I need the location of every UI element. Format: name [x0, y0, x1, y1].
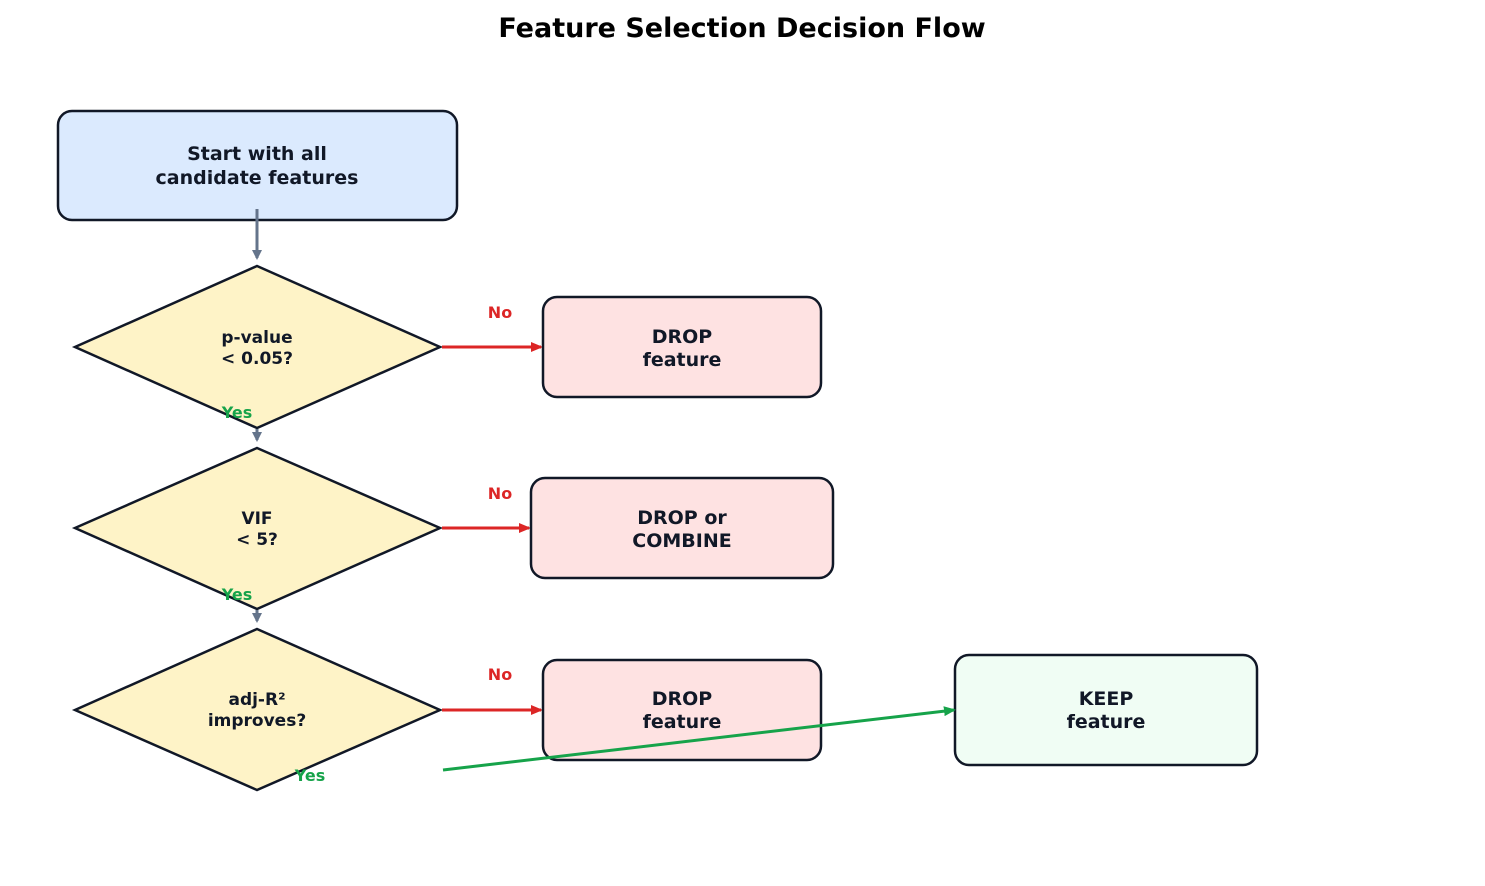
drop-node-2-line2: COMBINE: [632, 530, 731, 552]
diagram-title: Feature Selection Decision Flow: [498, 13, 985, 44]
drop-feature-node-3: DROP feature: [541, 658, 823, 762]
yes-label-adjr2: Yes: [294, 766, 326, 785]
drop-or-combine-node: DROP or COMBINE: [529, 476, 835, 580]
decision-pvalue-line1: p-value: [221, 328, 292, 348]
drop-node-1-line1: DROP: [652, 326, 713, 348]
no-label-vif: No: [488, 484, 512, 503]
keep-node-line1: KEEP: [1079, 688, 1134, 710]
decision-pvalue: p-value < 0.05?: [71, 264, 444, 430]
no-label-pvalue: No: [488, 303, 512, 322]
drop-node-3-line2: feature: [643, 711, 722, 733]
drop-node-2-line1: DROP or: [637, 507, 727, 529]
drop-node-1-line2: feature: [643, 349, 722, 371]
drop-feature-node-1: DROP feature: [541, 295, 823, 399]
decision-adjr2-line1: adj-R²: [228, 690, 285, 710]
decision-vif: VIF < 5?: [71, 446, 444, 611]
yes-label-pvalue: Yes: [221, 403, 253, 422]
decision-adjr2: adj-R² improves?: [71, 627, 444, 792]
no-label-adjr2: No: [488, 665, 512, 684]
yes-label-vif: Yes: [221, 585, 253, 604]
decision-vif-line2: < 5?: [236, 530, 278, 550]
decision-vif-line1: VIF: [241, 509, 272, 529]
start-node-line1: Start with all: [187, 143, 327, 165]
start-node: Start with all candidate features: [56, 109, 459, 222]
keep-node-line2: feature: [1067, 711, 1146, 733]
decision-pvalue-line2: < 0.05?: [221, 349, 293, 369]
start-node-line2: candidate features: [156, 167, 359, 189]
yes-arrow-adjr2: [442, 706, 956, 772]
decision-adjr2-line2: improves?: [208, 711, 306, 731]
drop-node-3-line1: DROP: [652, 688, 713, 710]
keep-feature-node: KEEP feature: [953, 653, 1259, 767]
